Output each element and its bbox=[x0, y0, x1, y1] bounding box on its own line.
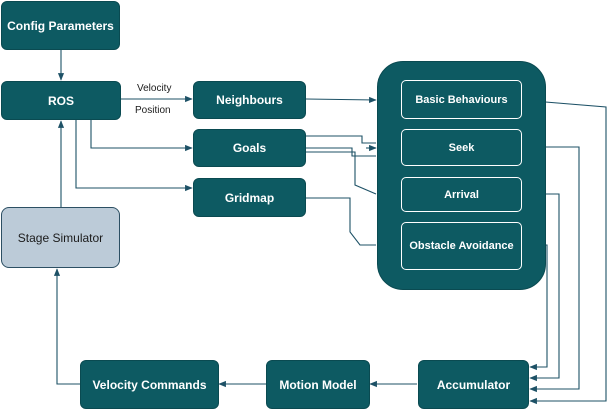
edge-basic-accumulator bbox=[520, 99, 607, 405]
edge-gridmap-arrival bbox=[306, 197, 376, 246]
edge-seek-accumulator bbox=[521, 146, 580, 393]
arrival-label: Arrival bbox=[444, 188, 479, 201]
goals-label: Goals bbox=[232, 141, 267, 155]
edge-label-position: Position bbox=[135, 105, 171, 116]
velocity-commands-node[interactable]: Velocity Commands bbox=[80, 360, 219, 409]
seek-label: Seek bbox=[448, 141, 475, 154]
stage-simulator-label: Stage Simulator bbox=[17, 230, 104, 245]
obstacle-avoidance-label: Obstacle Avoidance bbox=[409, 240, 514, 252]
edge-neighbours-group bbox=[305, 96, 377, 103]
accumulator-node[interactable]: Accumulator bbox=[418, 360, 529, 409]
gridmap-node[interactable]: Gridmap bbox=[193, 178, 306, 217]
accumulator-label: Accumulator bbox=[436, 377, 511, 392]
obstacle-avoidance-node[interactable]: Obstacle Avoidance bbox=[401, 222, 522, 270]
seek-node[interactable]: Seek bbox=[401, 129, 522, 166]
edge-ros-goals bbox=[90, 120, 193, 152]
behaviours-group[interactable]: Basic Behaviours Seek Arrival Obstacle A… bbox=[377, 61, 546, 290]
config-parameters-node[interactable]: Config Parameters bbox=[1, 1, 120, 50]
basic-behaviours-label: Basic Behaviours bbox=[415, 93, 508, 106]
ros-node[interactable]: ROS bbox=[1, 81, 121, 120]
edge-velcmd-stage bbox=[53, 268, 80, 385]
config-parameters-label: Config Parameters bbox=[7, 18, 114, 33]
stage-simulator-node[interactable]: Stage Simulator bbox=[1, 207, 120, 268]
motion-model-node[interactable]: Motion Model bbox=[266, 360, 370, 409]
neighbours-label: Neighbours bbox=[216, 93, 283, 107]
motion-model-label: Motion Model bbox=[279, 377, 357, 392]
gridmap-label: Gridmap bbox=[224, 190, 275, 205]
edge-label-velocity: Velocity bbox=[137, 83, 172, 94]
edge-goals-arrival bbox=[306, 135, 376, 144]
goals-node[interactable]: Goals bbox=[193, 129, 306, 167]
ros-label: ROS bbox=[47, 93, 74, 108]
edge-ros-gridmap bbox=[75, 120, 193, 192]
arrival-node[interactable]: Arrival bbox=[401, 177, 522, 212]
neighbours-node[interactable]: Neighbours bbox=[193, 81, 306, 119]
basic-behaviours-node[interactable]: Basic Behaviours bbox=[401, 80, 522, 119]
velocity-commands-label: Velocity Commands bbox=[92, 377, 207, 392]
edge-goals-obstacle bbox=[306, 151, 377, 195]
